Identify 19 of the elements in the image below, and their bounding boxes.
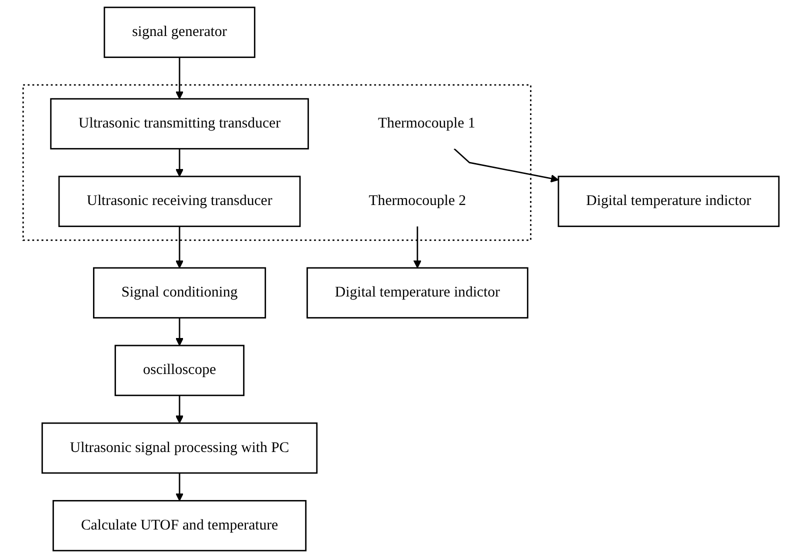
node-box: signal generator bbox=[104, 6, 256, 58]
node-box: Ultrasonic transmitting transducer bbox=[50, 98, 309, 150]
node-box: Signal conditioning bbox=[93, 267, 266, 318]
node-box: Calculate UTOF and temperature bbox=[52, 500, 307, 552]
node-box: oscilloscope bbox=[114, 344, 244, 396]
node-box: Ultrasonic signal processing with PC bbox=[42, 422, 318, 474]
arrow bbox=[175, 226, 184, 268]
node-text: Thermocouple 1 bbox=[378, 115, 476, 132]
node-text: Thermocouple 2 bbox=[368, 193, 466, 209]
arrow bbox=[175, 473, 184, 502]
node-box: Ultrasonic receiving transducer bbox=[58, 176, 301, 228]
arrow bbox=[175, 318, 184, 346]
node-box: Digital temperature indictor bbox=[558, 176, 780, 228]
arrow bbox=[175, 395, 184, 424]
node-box: Digital temperature indictor bbox=[306, 267, 528, 318]
arrow bbox=[175, 148, 184, 177]
arrow bbox=[413, 226, 422, 268]
arrow bbox=[454, 148, 559, 183]
arrow bbox=[175, 57, 184, 100]
